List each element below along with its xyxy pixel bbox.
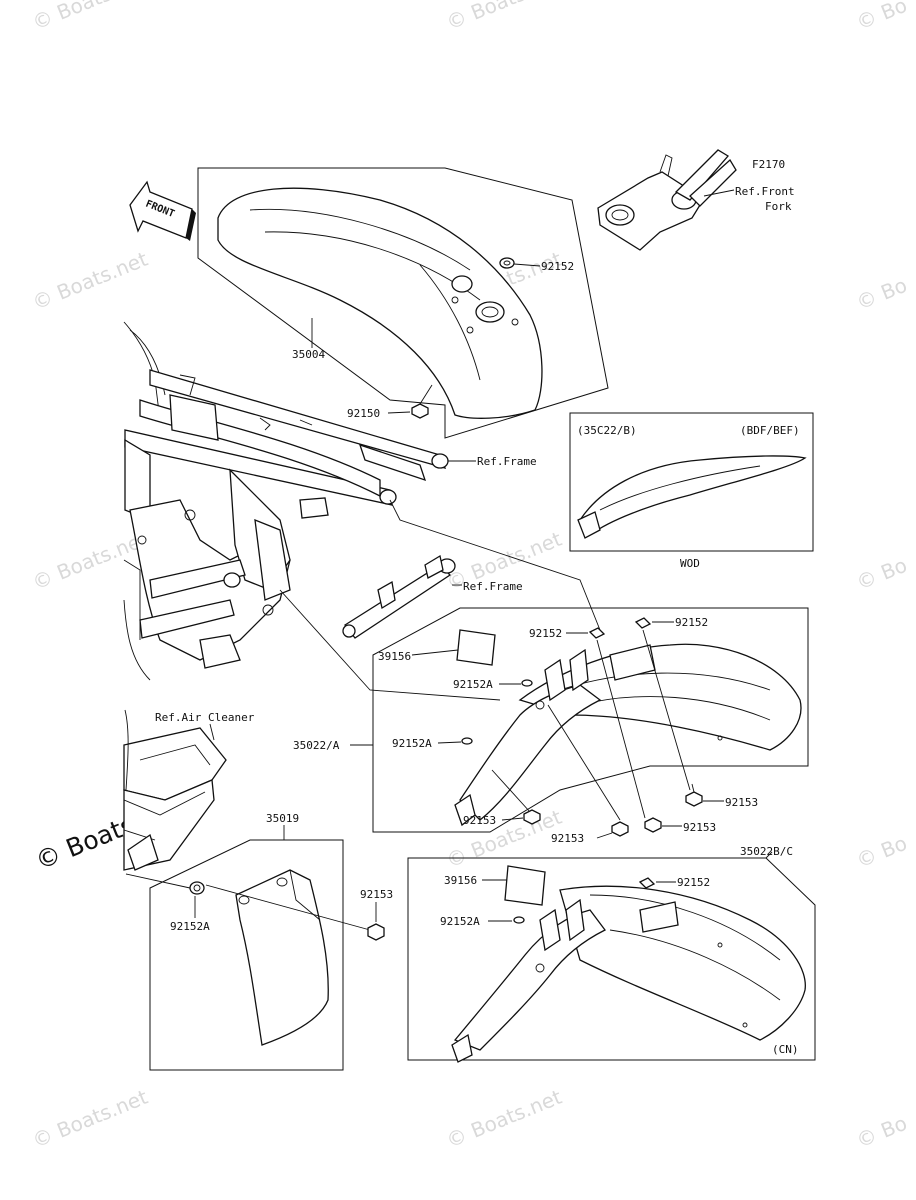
watermark: © Bo — [853, 1111, 911, 1153]
label-92152A-cn: 92152A — [440, 915, 480, 928]
frame — [123, 321, 449, 681]
watermark: © Bo — [853, 0, 911, 35]
watermark: © Boats.net — [29, 0, 151, 35]
mud-flap-group-outline — [149, 839, 344, 1071]
frame-bracket-lower — [342, 554, 456, 639]
label-35004: 35004 — [292, 348, 325, 361]
figure-code: F2170 — [752, 158, 785, 171]
cn-group-outline — [407, 857, 816, 1061]
label-35019: 35019 — [266, 812, 299, 825]
watermark: © Bo — [853, 273, 911, 315]
label-92150: 92150 — [347, 407, 380, 420]
label-35022BC: 35022B/C — [740, 845, 793, 858]
label-35022A: 35022/A — [293, 739, 340, 752]
watermark: © Bo — [853, 553, 911, 595]
inset-rear-fender — [577, 455, 807, 539]
watermark: © Boats.net — [29, 1085, 151, 1153]
clip-92152A-lower — [461, 737, 473, 745]
air-cleaner — [123, 709, 227, 871]
watermark: © Boats.net — [29, 247, 151, 315]
label-92153-center-right: 92153 — [683, 821, 716, 834]
label-ref-front-fork-2: Fork — [765, 200, 792, 213]
label-ref-front-fork: Ref.Front — [735, 185, 795, 198]
label-92153-left: 92153 — [463, 814, 496, 827]
rear-fender-group-outline — [372, 607, 809, 833]
label-92152-cn: 92152 — [677, 876, 710, 889]
inset-caption: WOD — [680, 557, 700, 570]
cn-variant-label: (CN) — [772, 1043, 799, 1056]
label-92153-flap: 92153 — [360, 888, 393, 901]
label-ref-air-cleaner: Ref.Air Cleaner — [155, 711, 255, 724]
front-fork-bracket — [597, 149, 737, 251]
label-92152-mid-left: 92152 — [529, 627, 562, 640]
clip-92152A-cn — [513, 916, 525, 924]
rubber-39156-mid — [456, 629, 496, 666]
bolt-92153-right — [685, 783, 703, 807]
label-92152-mid-right: 92152 — [675, 616, 708, 629]
label-39156-cn: 39156 — [444, 874, 477, 887]
nut-92152-mid-right — [634, 617, 652, 629]
inset-variant-label: (BDF/BEF) — [740, 424, 800, 437]
watermark: © Boats.net — [29, 527, 151, 595]
inset-ref-label: (35C22/B) — [577, 424, 637, 437]
label-92152A-upper: 92152A — [453, 678, 493, 691]
rear-fender-35022a — [454, 643, 802, 827]
watermark: © Bo — [853, 831, 911, 873]
inset-box — [569, 412, 814, 552]
mud-flap-35019 — [235, 869, 329, 1046]
nut-92152-mid-left — [588, 627, 606, 639]
clip-92152A-upper — [521, 679, 533, 687]
nut-92152-cn — [638, 877, 656, 889]
front-arrow-icon: FRONT — [129, 180, 196, 241]
label-ref-frame-upper: Ref.Frame — [477, 455, 537, 468]
label-92153-center: 92153 — [551, 832, 584, 845]
label-92152A-lower: 92152A — [392, 737, 432, 750]
front-fender-group-outline — [197, 167, 609, 439]
bolt-92150 — [411, 384, 433, 419]
bolt-92153-center — [611, 821, 629, 837]
front-fender — [217, 187, 543, 419]
label-92152A-flap: 92152A — [170, 920, 210, 933]
label-ref-frame-lower: Ref.Frame — [463, 580, 523, 593]
rear-fender-35022bc — [451, 885, 806, 1063]
watermark: © Boats.net — [443, 0, 565, 35]
rubber-39156-cn — [504, 865, 546, 906]
bolt-92153-center-right — [644, 817, 662, 833]
label-92152-top: 92152 — [541, 260, 574, 273]
label-39156-mid: 39156 — [378, 650, 411, 663]
bolt-92153-left — [523, 809, 541, 825]
watermark: © Boats.net — [443, 1085, 565, 1153]
nut-92152A-flap — [189, 881, 205, 895]
nut-92152-top — [499, 257, 515, 269]
label-92153-right: 92153 — [725, 796, 758, 809]
bolt-92153-flap — [367, 923, 385, 941]
